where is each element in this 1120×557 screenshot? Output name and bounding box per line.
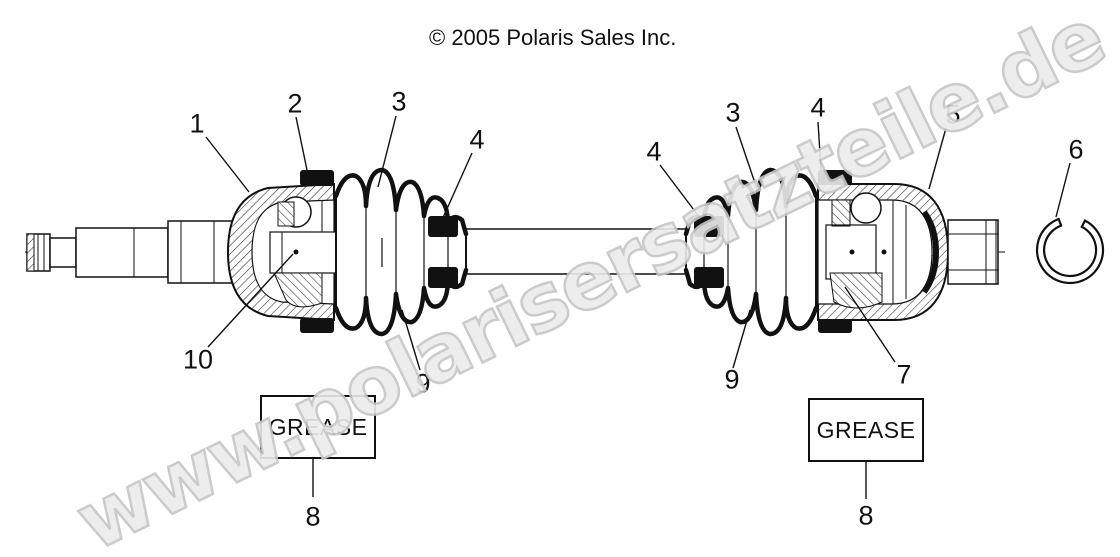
callout-number-5: 5 bbox=[945, 99, 961, 130]
boot-clamp-large bbox=[300, 318, 334, 333]
snap-ring bbox=[1035, 217, 1105, 285]
callout-number-6: 6 bbox=[1068, 134, 1084, 165]
callout-number-1: 1 bbox=[189, 108, 205, 139]
copyright-text: © 2005 Polaris Sales Inc. bbox=[429, 25, 677, 50]
callout-number-10: 10 bbox=[182, 344, 214, 375]
boot-clamp-small bbox=[428, 216, 458, 237]
callout-number-4-left: 4 bbox=[469, 124, 485, 155]
outer-cv-joint bbox=[226, 182, 383, 322]
grease-label: GREASE bbox=[268, 413, 368, 440]
boot-clamp-small bbox=[428, 267, 458, 288]
callout-number-7: 7 bbox=[896, 359, 912, 390]
grease-number-8-right: 8 bbox=[858, 500, 874, 531]
callout-number-9-left: 9 bbox=[415, 368, 431, 399]
cv-boot bbox=[300, 167, 469, 337]
boot-clamp-large bbox=[300, 170, 334, 186]
callout-number-3-left: 3 bbox=[391, 86, 407, 117]
cv-ball bbox=[850, 192, 882, 224]
left-stub-shaft bbox=[26, 220, 233, 284]
callout-number-4-mid-right: 4 bbox=[646, 136, 662, 167]
callout-number-4-right: 4 bbox=[810, 92, 826, 123]
grease-box-right: GREASE bbox=[808, 398, 924, 462]
grease-number-8-left: 8 bbox=[305, 501, 321, 532]
callout-number-9-right: 9 bbox=[724, 364, 740, 395]
grease-box-left: GREASE bbox=[260, 395, 376, 459]
inner-cv-joint bbox=[817, 183, 950, 321]
grease-label: GREASE bbox=[816, 416, 916, 443]
callout-number-3-right: 3 bbox=[725, 97, 741, 128]
right-stub-shaft bbox=[947, 219, 999, 285]
callout-number-2: 2 bbox=[287, 88, 303, 119]
leader-lines bbox=[205, 115, 1071, 499]
